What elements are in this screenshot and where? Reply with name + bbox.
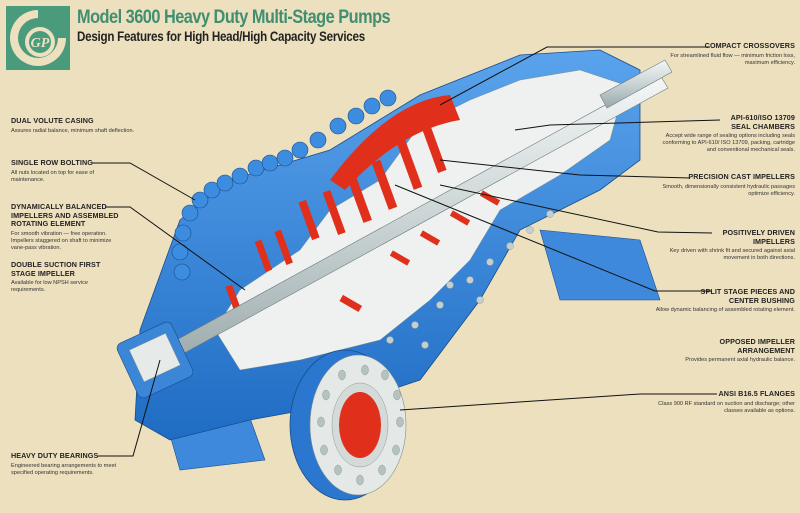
callout-text: Class 900 RF standard on suction and dis… — [658, 400, 795, 414]
callout-double-suction-impeller: DOUBLE SUCTION FIRST STAGE IMPELLER Avai… — [11, 260, 111, 294]
callout-text: For streamlined fluid flow — minimum fri… — [670, 52, 795, 66]
leader-dynamically-balanced — [105, 206, 246, 291]
callout-split-stage-pieces: SPLIT STAGE PIECES AND CENTER BUSHING Al… — [655, 287, 795, 314]
gp-swirl-logo-icon: GP — [6, 6, 70, 70]
page-title: Model 3600 Heavy Duty Multi-Stage Pumps — [77, 7, 391, 28]
callout-ansi-flanges: ANSI B16.5 FLANGES Class 900 RF standard… — [655, 389, 795, 415]
bearing-housing — [116, 321, 194, 399]
leader-seal-chambers — [514, 119, 721, 131]
leader-single-row-bolting — [92, 162, 196, 201]
callout-title: POSITIVELY DRIVEN IMPELLERS — [722, 228, 795, 246]
callout-dual-volute-casing: DUAL VOLUTE CASING Assures radial balanc… — [11, 116, 151, 135]
leader-lines — [92, 46, 721, 457]
callout-title: OPPOSED IMPELLER ARRANGEMENT — [719, 337, 795, 355]
leader-split-stage-pieces — [394, 184, 712, 292]
callout-title: DYNAMICALLY BALANCED IMPELLERS AND ASSEM… — [11, 202, 119, 228]
callout-title: COMPACT CROSSOVERS — [704, 41, 795, 50]
callout-text: All nuts located on top for ease of main… — [11, 169, 95, 183]
callout-title: ANSI B16.5 FLANGES — [718, 389, 795, 398]
suction-flange — [289, 349, 407, 501]
callout-title: API-610/ISO 13709 SEAL CHAMBERS — [730, 113, 795, 131]
callout-text: Key driven with shrink fit and secured a… — [669, 248, 795, 261]
leader-heavy-duty-bearings — [98, 359, 161, 457]
callout-text: For smooth vibration — free operation. I… — [11, 230, 112, 251]
callout-title: HEAVY DUTY BEARINGS — [11, 451, 99, 460]
callout-dynamically-balanced-impellers: DYNAMICALLY BALANCED IMPELLERS AND ASSEM… — [11, 202, 123, 252]
leader-compact-crossovers — [439, 46, 710, 106]
callout-text: Accept wide range of sealing options inc… — [662, 133, 795, 153]
page-subtitle: Design Features for High Head/High Capac… — [77, 29, 365, 44]
callout-single-row-bolting: SINGLE ROW BOLTING All nuts located on t… — [11, 158, 106, 184]
company-logo: GP — [6, 6, 70, 70]
callout-text: Smooth, dimensionally consistent hydraul… — [662, 183, 795, 197]
callout-opposed-impeller-arrangement: OPPOSED IMPELLER ARRANGEMENT Provides pe… — [655, 337, 795, 364]
callout-title: SINGLE ROW BOLTING — [11, 158, 93, 167]
callout-heavy-duty-bearings: HEAVY DUTY BEARINGS Engineered bearing a… — [11, 451, 126, 477]
callout-title: DUAL VOLUTE CASING — [11, 116, 94, 125]
callout-positively-driven-impellers: POSITIVELY DRIVEN IMPELLERS Key driven w… — [655, 228, 795, 262]
callout-title: PRECISION CAST IMPELLERS — [688, 172, 795, 181]
leader-positively-driven — [439, 184, 713, 234]
callout-compact-crossovers: COMPACT CROSSOVERS For streamlined fluid… — [655, 41, 795, 67]
callout-text: Allow dynamic balancing of assembled rot… — [655, 307, 795, 313]
callout-text: Assures radial balance, minimum shaft de… — [11, 127, 135, 134]
callout-text: Available for low NPSH service requireme… — [11, 280, 88, 293]
callout-text: Provides permanent axial hydraulic balan… — [685, 357, 795, 363]
callout-seal-chambers: API-610/ISO 13709 SEAL CHAMBERS Accept w… — [655, 113, 795, 154]
svg-text:GP: GP — [31, 36, 50, 51]
leader-ansi-flanges — [399, 393, 717, 411]
callout-title: SPLIT STAGE PIECES AND CENTER BUSHING — [700, 287, 795, 305]
callout-title: DOUBLE SUCTION FIRST STAGE IMPELLER — [11, 260, 101, 278]
callout-precision-cast-impellers: PRECISION CAST IMPELLERS Smooth, dimensi… — [655, 172, 795, 198]
leader-precision-cast-impellers — [439, 159, 691, 179]
callout-text: Engineered bearing arrangements to meet … — [11, 462, 117, 476]
